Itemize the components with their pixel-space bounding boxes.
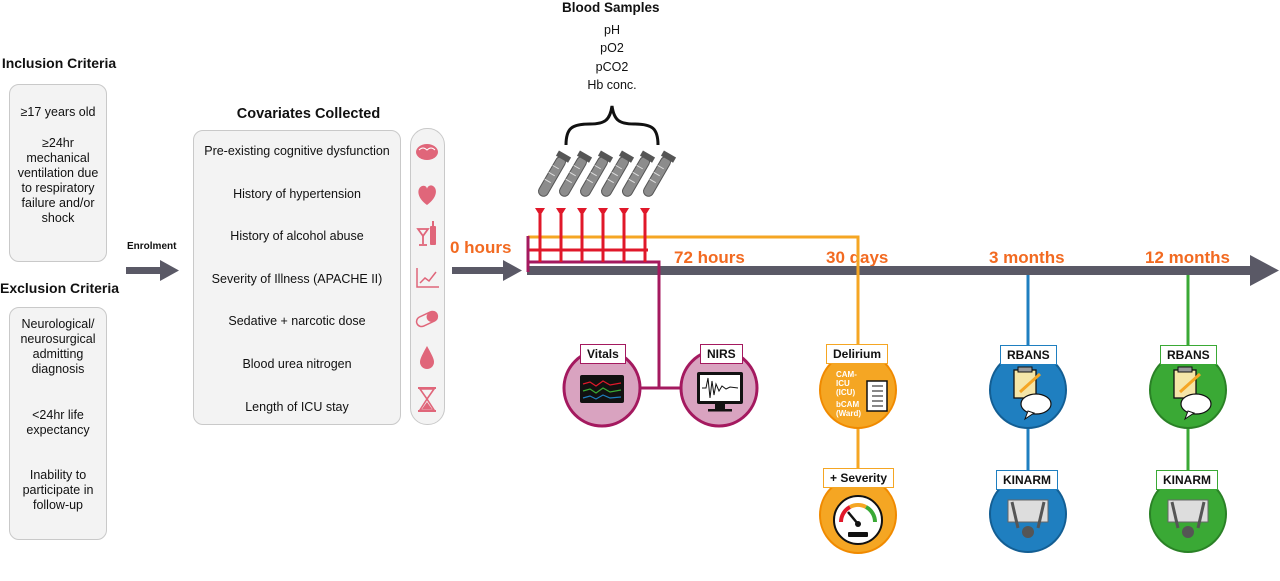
exclusion-panel: Neurological/ neurosurgical admitting di… [9, 307, 107, 540]
covariate-item: History of hypertension [233, 187, 361, 201]
inclusion-panel: ≥17 years old ≥24hr mechanical ventilati… [9, 84, 107, 262]
timepoint-72-hours: 72 hours [674, 248, 745, 267]
test-tube-icon [601, 150, 635, 197]
timepoint-12-months: 12 months [1145, 248, 1231, 267]
covariate-item: Severity of Illness (APACHE II) [211, 272, 383, 286]
vitals-label: Vitals [580, 344, 626, 364]
inclusion-title: Inclusion Criteria [1, 55, 117, 71]
covariate-item: Blood urea nitrogen [242, 357, 352, 371]
brain-icon [416, 144, 438, 160]
test-tubes [535, 150, 677, 262]
covariate-item: Length of ICU stay [245, 400, 349, 414]
kinarm-12-month-node [1149, 475, 1227, 553]
test-tube-icon [643, 150, 677, 197]
rbans-12-month-node [1149, 351, 1227, 429]
blood-sample-item: pCO2 [595, 60, 629, 74]
exclusion-item: Inability to participate in follow-up [22, 468, 94, 512]
nirs-label: NIRS [700, 344, 743, 364]
kinarm-3-month-node [989, 475, 1067, 553]
covariate-icons-panel [410, 128, 445, 425]
nirs-node [679, 348, 759, 428]
heart-icon [418, 185, 436, 205]
orange-30-day-line [528, 235, 860, 345]
timeline-arrow [527, 255, 1279, 286]
blood-sample-item: pH [604, 23, 620, 37]
enrolment-arrow [126, 260, 179, 281]
blood-sample-item: pO2 [600, 41, 624, 55]
test-tube-icon [538, 150, 572, 197]
exclusion-item: <24hr life expectancy [26, 408, 90, 437]
sample-stand [640, 208, 650, 216]
curly-brace [564, 105, 660, 146]
sample-stand [577, 208, 587, 216]
covariates-panel: Pre-existing cognitive dysfunction Histo… [193, 130, 401, 425]
covariate-item: History of alcohol abuse [230, 229, 364, 243]
magenta-line [528, 260, 661, 388]
pill-icon [415, 310, 439, 328]
cam-icu-label: CAM-ICU (ICU) [836, 370, 857, 397]
sample-stand [598, 208, 608, 216]
line-chart-icon [416, 268, 439, 288]
timepoint-3-months: 3 months [989, 248, 1065, 267]
covariates-title: Covariates Collected [236, 106, 381, 122]
sample-stand [535, 208, 545, 216]
severity-label: + Severity [823, 468, 895, 488]
sample-stand [556, 208, 566, 216]
alcohol-icon [416, 221, 436, 246]
rbans-3-month-label: RBANS [1000, 345, 1057, 365]
exclusion-title: Exclusion Criteria [0, 280, 120, 296]
sample-stand [619, 208, 629, 216]
vitals-node [562, 348, 642, 428]
test-tube-icon [580, 150, 614, 197]
test-tube-icon [622, 150, 656, 197]
delirium-label: Delirium [826, 344, 889, 364]
rbans-12-month-label: RBANS [1160, 345, 1217, 365]
enrolment-label: Enrolment [127, 241, 177, 252]
delirium-node [819, 351, 897, 429]
blood-drop-icon [420, 346, 434, 369]
covariates-arrow [452, 260, 522, 281]
kinarm-12-month-label: KINARM [1156, 470, 1218, 490]
bcam-label: bCAM (Ward) [836, 400, 862, 418]
severity-node [819, 476, 897, 554]
inclusion-item: ≥24hr mechanical ventilation due to resp… [17, 136, 99, 225]
hourglass-icon [418, 387, 436, 412]
blood-samples-title: Blood Samples [562, 0, 660, 15]
covariate-item: Sedative + narcotic dose [228, 314, 366, 328]
timepoint-0-hours: 0 hours [450, 238, 512, 257]
exclusion-item: Neurological/ neurosurgical admitting di… [20, 317, 96, 376]
covariate-item: Pre-existing cognitive dysfunction [204, 144, 390, 158]
inclusion-item: ≥17 years old [20, 105, 96, 119]
blood-sample-item: Hb conc. [587, 78, 637, 92]
kinarm-3-month-label: KINARM [996, 470, 1058, 490]
test-tube-icon [559, 150, 593, 197]
